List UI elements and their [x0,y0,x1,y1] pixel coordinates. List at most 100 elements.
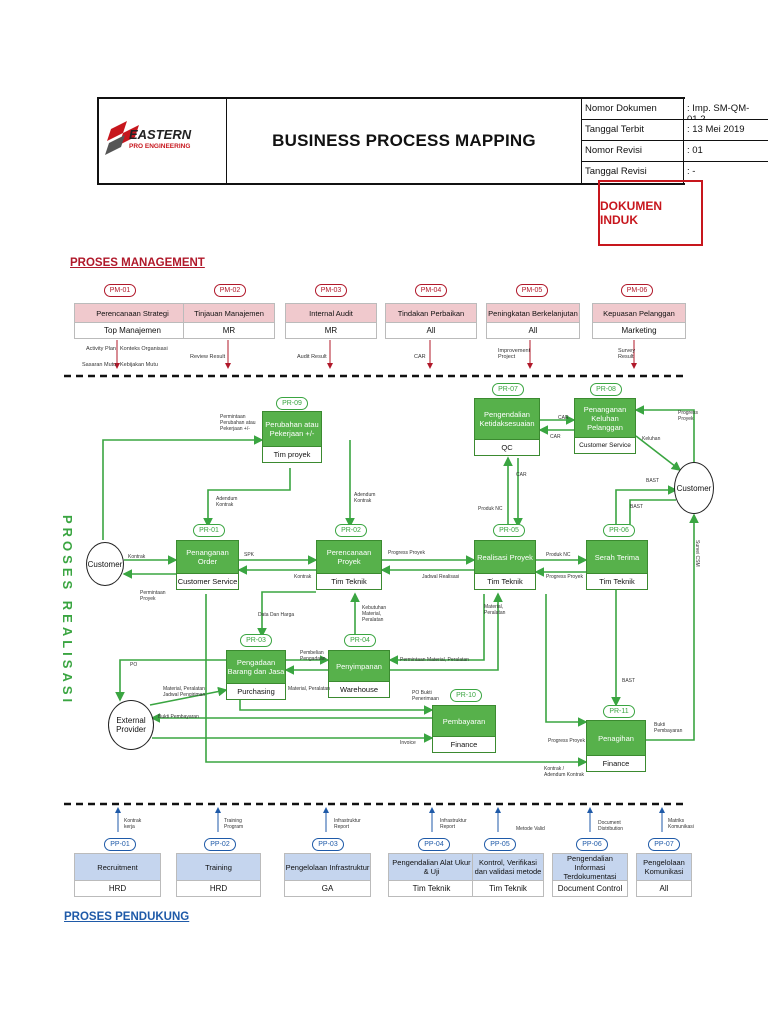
pr-01-owner: Customer Service [176,574,239,590]
pr-02-box[interactable]: Perencanaan Proyek Tim Teknik [316,540,382,590]
eastern-logo-icon [105,121,139,155]
pr-09-box[interactable]: Perubahan atau Pekerjaan +/- Tim proyek [262,411,322,463]
company-subtitle: PRO ENGINEERING [129,143,191,150]
flow-label: Jadwal Realisasi [422,574,460,580]
flow-label: Bukti Pembayaran [654,722,683,734]
pr-09-name: Perubahan atau Pekerjaan +/- [262,411,322,447]
pm-03-code: PM-03 [315,284,347,297]
pm-04-name: Tindakan Perbaikan [385,303,477,323]
pp-04-name: Pengendalian Alat Ukur & Uji [388,853,475,881]
flow-label: Kontrak [294,574,312,580]
pp-03-input: Infrastruktur Report [334,818,361,830]
pm-06-box[interactable]: Kepuasan Pelanggan Marketing [592,303,686,339]
flow-label: Keluhan [642,436,661,442]
pr-10-box[interactable]: Pembayaran Finance [432,705,496,753]
flow-label: Material, Peralatan [288,686,330,692]
flow-label: Adendum Kontrak [354,492,376,504]
customer-left-node[interactable]: Customer [86,542,124,586]
pp-04-owner: Tim Teknik [388,881,475,897]
pr-02-name: Perencanaan Proyek [316,540,382,574]
pr-03-owner: Purchasing [226,684,286,700]
pm-03-box[interactable]: Internal Audit MR [285,303,377,339]
pr-06-owner: Tim Teknik [586,574,648,590]
pr-03-name: Pengadaan Barang dan Jasa [226,650,286,684]
meta-label: Nomor Dokumen [582,99,683,120]
flow-label: Survei CSM [694,540,700,567]
external-provider-node[interactable]: External Provider [108,700,154,750]
pp-04-box[interactable]: Pengendalian Alat Ukur & Uji Tim Teknik [388,853,475,897]
pm-02-output: Review Result [190,354,226,360]
pp-05-code: PP-05 [484,838,516,851]
pr-04-box[interactable]: Penyimpanan Warehouse [328,650,390,698]
pp-07-code: PP-07 [648,838,680,851]
flow-label: Invoice [400,740,416,746]
pr-01-code: PR-01 [193,524,225,537]
pm-04-box[interactable]: Tindakan Perbaikan All [385,303,477,339]
pm-01-name: Perencanaan Strategi [74,303,191,323]
pr-06-box[interactable]: Serah Terima Tim Teknik [586,540,648,590]
pr-01-box[interactable]: Penanganan Order Customer Service [176,540,239,590]
pm-05-code: PM-05 [516,284,548,297]
pm-06-name: Kepuasan Pelanggan [592,303,686,323]
meta-label: Tanggal Revisi [585,166,647,177]
pm-05-output: Improvement Project [498,348,531,360]
pr-10-owner: Finance [432,737,496,753]
pr-08-box[interactable]: Penanganan Keluhan Pelanggan Customer Se… [574,398,636,454]
page-title: BUSINESS PROCESS MAPPING [227,99,582,183]
pr-02-code: PR-02 [335,524,367,537]
pr-03-box[interactable]: Pengadaan Barang dan Jasa Purchasing [226,650,286,700]
pm-01-output: Kebijakan Mutu [120,362,158,368]
pr-07-box[interactable]: Pengendalian Ketidaksesuaian QC [474,398,540,456]
pm-03-output: Audit Result [297,354,327,360]
pm-05-owner: All [486,323,580,339]
pp-01-box[interactable]: Recruitment HRD [74,853,161,897]
flow-label: Produk NC [478,506,503,512]
pm-04-owner: All [385,323,477,339]
pm-01-owner: Top Manajemen [74,323,191,339]
pp-01-input: Kontrak kerja [124,818,142,830]
pp-07-name: Pengelolaan Komunikasi [636,853,692,881]
pp-02-box[interactable]: Training HRD [176,853,261,897]
pr-07-owner: QC [474,440,540,456]
section-management-title: PROSES MANAGEMENT [70,257,205,269]
pm-05-box[interactable]: Peningkatan Berkelanjutan All [486,303,580,339]
pp-03-box[interactable]: Pengelolaan Infrastruktur GA [284,853,371,897]
flow-label: Progress Proyek [678,410,699,422]
pm-02-box[interactable]: Tinjauan Manajemen MR [183,303,275,339]
pp-03-name: Pengelolaan Infrastruktur [284,853,371,881]
pm-01-code: PM-01 [104,284,136,297]
pm-02-code: PM-02 [214,284,246,297]
company-name: EASTERN [129,127,192,142]
pm-01-box[interactable]: Perencanaan Strategi Top Manajemen [74,303,191,339]
customer-right-node[interactable]: Customer [674,462,714,514]
flow-label: Permintaan Perubahan atau Pekerjaan +/- [220,414,256,432]
pm-06-owner: Marketing [592,323,686,339]
section-realisasi-title: PROSES REALISASI [60,515,75,707]
pr-07-code: PR-07 [492,383,524,396]
flow-label: CAR [550,434,561,440]
flow-label: Material, Peralatan Jadwal Pengiriman [163,686,206,698]
flow-label: BAST [622,678,636,684]
pr-05-box[interactable]: Realisasi Proyek Tim Teknik [474,540,536,590]
flow-label: Progress Proyek [546,574,583,580]
pr-11-box[interactable]: Penagihan Finance [586,720,646,772]
pm-01-output: Konteks Organisasi [120,346,168,352]
pr-01-name: Penanganan Order [176,540,239,574]
flow-label: Bukti Pembayaran [158,714,199,720]
meta-value: : Imp. SM-QM-01.2 [683,99,768,125]
pr-05-code: PR-05 [493,524,525,537]
pp-03-owner: GA [284,881,371,897]
meta-value: : 01 [683,141,768,162]
flow-label: CAR [558,415,569,421]
pp-07-box[interactable]: Pengelolaan Komunikasi All [636,853,692,897]
pr-07-name: Pengendalian Ketidaksesuaian [474,398,540,440]
pm-01-output: Sasaran Mutu [82,362,117,368]
pr-09-code: PR-09 [276,397,308,410]
pp-06-box[interactable]: Pengendalian Informasi Terdokumentasi Do… [552,853,628,897]
meta-label: Tanggal Terbit [582,120,683,141]
pp-05-box[interactable]: Kontrol, Verifikasi dan validasi metode … [472,853,544,897]
pr-08-code: PR-08 [590,383,622,396]
pr-04-name: Penyimpanan [328,650,390,682]
document-meta: Nomor Dokumen : Imp. SM-QM-01.2 Tanggal … [582,99,768,183]
pp-03-code: PP-03 [312,838,344,851]
